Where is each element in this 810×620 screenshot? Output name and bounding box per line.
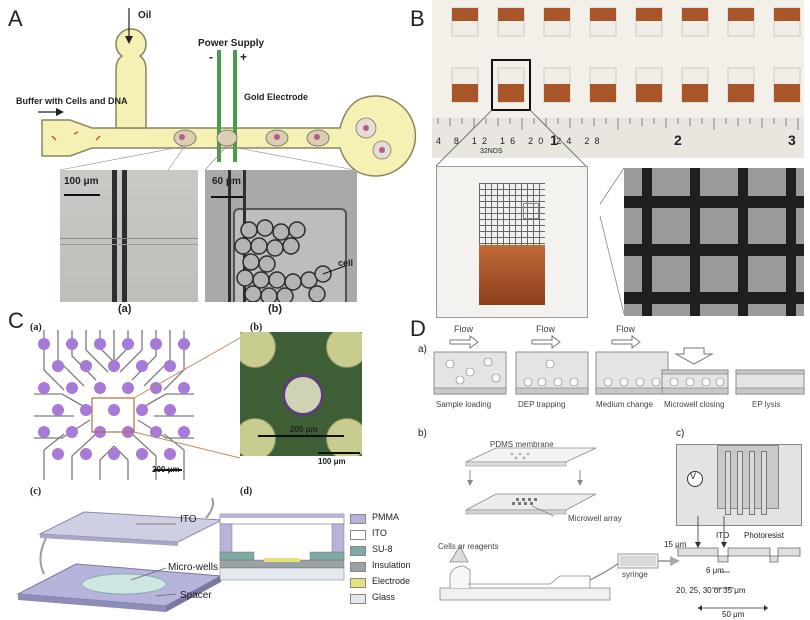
loading-device-d [439, 545, 680, 601]
dim-widths-label: 20, 25, 30 or 35 μm [676, 586, 746, 595]
syringe-label: syringe [622, 570, 648, 579]
process-steps-d [433, 335, 805, 395]
sub-label-a-a: (a) [118, 303, 132, 315]
ruler-32nds: 32NDS [480, 148, 503, 155]
legend-swatch-pmma [350, 514, 366, 524]
oil-label: Oil [138, 10, 152, 21]
minus-sign: - [209, 50, 213, 64]
scale-bar-c-b2 [318, 452, 360, 454]
micrograph-b [205, 170, 357, 302]
spacer-label: Spacer [180, 590, 212, 601]
ruler-ticks [437, 118, 799, 130]
sub-label-d-a: a) [418, 344, 427, 355]
flow-label-2: Flow [536, 324, 556, 334]
ito-label-d: ITO [716, 531, 730, 540]
electrode-chips [451, 7, 801, 111]
legend-label-electrode: Electrode [372, 576, 411, 586]
microwell-grid [624, 168, 804, 316]
buffer-label: Buffer with Cells and DNA [16, 96, 128, 106]
oil-droplets [234, 219, 346, 302]
sub-label-a-b: (b) [268, 303, 283, 315]
legend-swatch-glass [350, 594, 366, 604]
assembly-schematic-d [465, 447, 597, 486]
electrode-layout-c [676, 444, 802, 526]
scale-label-c-b1: 200 μm [290, 425, 318, 434]
cells-reagents-label: Cells or reagents [438, 542, 499, 551]
gold-electrode-label: Gold Electrode [244, 92, 309, 102]
sub-label-d-c: c) [676, 428, 685, 439]
device-schematic-c [16, 497, 224, 612]
ruler-inch-2: 2 [674, 132, 682, 148]
ito-label-c: ITO [180, 514, 197, 525]
microwell-micrograph [624, 168, 804, 316]
step-label-5: EP lysis [752, 400, 781, 409]
ruler-numbers: 4 8 12 16 20 24 28 [436, 136, 605, 146]
dim-6-label: 6 μm [706, 566, 724, 575]
scale-label-a: 100 μm [64, 176, 99, 187]
electrode-array-photo [432, 0, 804, 120]
scale-label-c-a: 200 μm [152, 465, 180, 474]
sub-label-c-d: (d) [240, 486, 253, 497]
dim-50-label: 50 μm [722, 610, 745, 619]
zoom-lines-b2 [599, 167, 625, 315]
microwell-photo-c [240, 332, 362, 456]
scale-label-b: 60 μm [212, 176, 241, 187]
legend-label-pmma: PMMA [372, 512, 399, 522]
chip-closeup [436, 166, 588, 318]
ruler-inch-3: 3 [788, 132, 796, 148]
flow-label-3: Flow [616, 324, 636, 334]
zoom-lines-b [435, 109, 587, 167]
power-supply-label: Power Supply [198, 38, 265, 49]
microwell-array-label: Microwell array [568, 514, 622, 523]
legend-swatch-insulation [350, 562, 366, 572]
voltage-symbol: V [690, 471, 697, 481]
sub-label-c-c: (c) [30, 486, 42, 497]
photoresist-label: Photoresist [744, 531, 785, 540]
scale-label-c-b2: 100 μm [318, 457, 346, 466]
step-label-1: Sample loading [436, 400, 492, 409]
panel-label-c: C [8, 308, 24, 333]
sub-label-d-b: b) [418, 428, 427, 439]
legend-label-glass: Glass [372, 592, 396, 602]
panel-label-d: D [410, 316, 426, 341]
step-label-2: DEP trapping [518, 400, 566, 409]
legend-swatch-ito [350, 530, 366, 540]
cross-section-d [219, 513, 345, 581]
legend-swatch-electrode [350, 578, 366, 588]
micrograph-a [60, 170, 198, 302]
microwell-array-schematic [465, 493, 597, 517]
flow-label-1: Flow [454, 324, 474, 334]
legend-label-ito: ITO [372, 528, 387, 538]
ruler: 4 8 12 16 20 24 28 1 2 3 32NDS [432, 118, 804, 158]
legend-label-insulation: Insulation [372, 560, 411, 570]
cell-label: cell [338, 258, 354, 268]
step-label-3: Medium change [596, 400, 653, 409]
pdms-label: PDMS membrane [490, 440, 554, 449]
panel-label-a: A [8, 6, 23, 31]
legend-swatch-su8 [350, 546, 366, 556]
sub-label-c-b: (b) [250, 322, 263, 333]
cross-section-profile-d [677, 516, 801, 611]
ruler-inch-1: 1 [550, 132, 558, 148]
electrode-array-c [34, 330, 241, 480]
dim-15-label: 15 μm [664, 540, 687, 549]
legend-label-su8: SU-8 [372, 544, 393, 554]
plus-sign: + [240, 50, 248, 64]
micro-wells-label: Micro-wells [168, 562, 218, 573]
sub-label-c-a: (a) [30, 322, 42, 333]
panel-label-b: B [410, 6, 425, 31]
panel-a-chip-diagram [38, 8, 417, 177]
step-label-4: Microwell closing [664, 400, 725, 409]
